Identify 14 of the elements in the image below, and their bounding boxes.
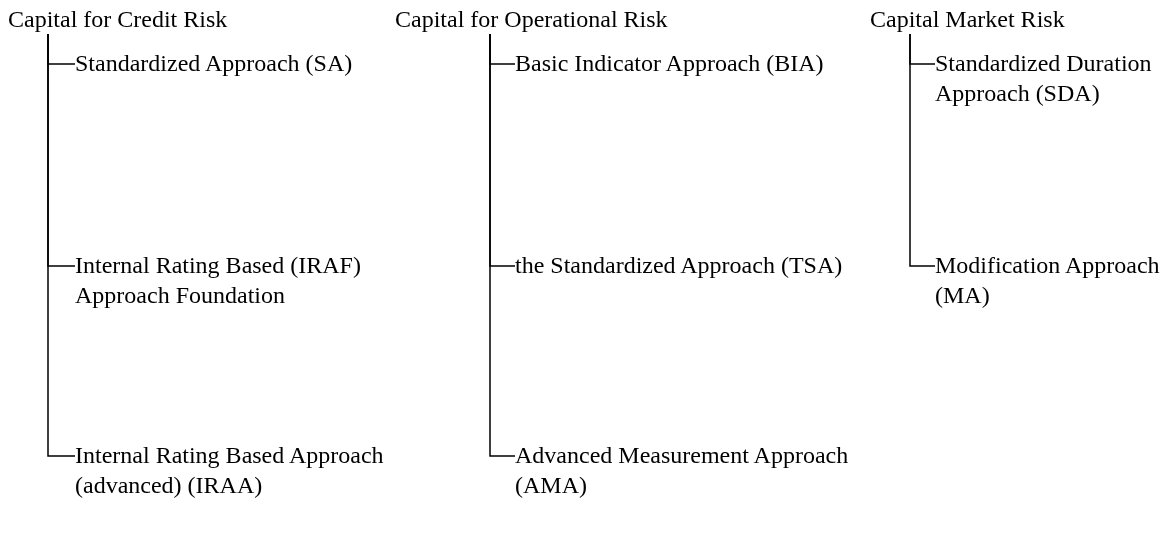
approach-text: Advanced Measurement Approach (AMA): [515, 440, 865, 500]
category-heading: Capital for Operational Risk: [395, 4, 775, 34]
approach-text: Basic Indicator Approach (BIA): [515, 48, 865, 78]
category-heading: Capital for Credit Risk: [8, 4, 328, 34]
connector-line: [909, 33, 936, 267]
approach-text: the Standardized Approach (TSA): [515, 250, 865, 280]
approach-text: Internal Rating Based (IRAF) Approach Foundation: [75, 250, 455, 310]
approach-text: Standardized Approach (SA): [75, 48, 455, 78]
connector-line: [47, 33, 76, 457]
approach-text: Standardized Duration Approach (SDA): [935, 48, 1160, 108]
connector-line: [489, 33, 516, 457]
approach-text: Modification Approach (MA): [935, 250, 1160, 310]
approach-text: Internal Rating Based Approach (advanced) (IRAA): [75, 440, 455, 500]
category-heading: Capital Market Risk: [870, 4, 1160, 34]
